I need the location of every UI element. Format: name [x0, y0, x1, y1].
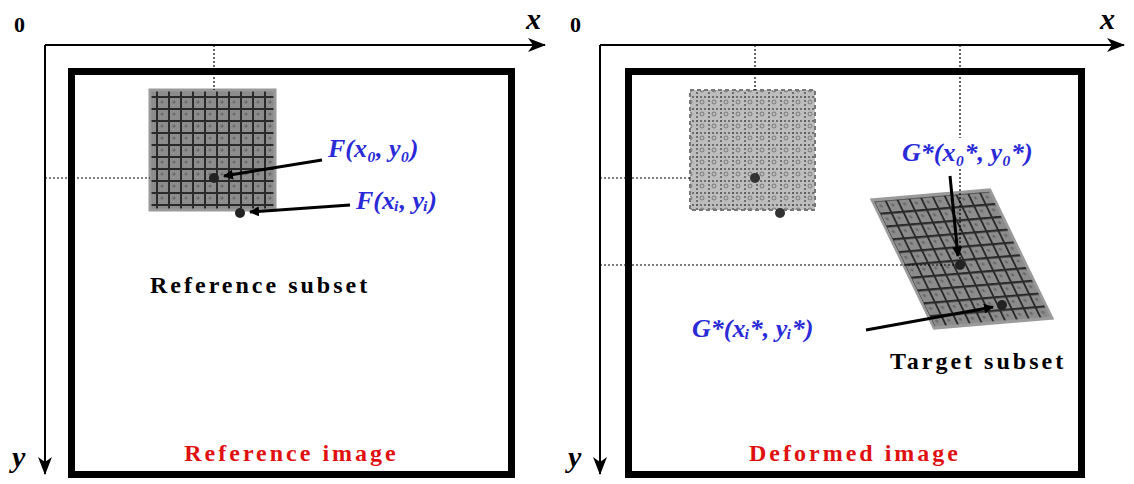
- x-axis: [600, 44, 1124, 46]
- subset-image: [690, 90, 815, 210]
- guide-line: [45, 177, 150, 178]
- guide-line: [600, 264, 955, 265]
- y-axis: [44, 45, 46, 474]
- point: [235, 208, 245, 218]
- subset-label: Target subset: [890, 348, 1066, 376]
- y-axis: [599, 45, 601, 474]
- point-label: F(xᵢ, yᵢ): [356, 186, 437, 216]
- axis-label: x: [1100, 2, 1115, 37]
- guide-line: [600, 177, 690, 178]
- point: [209, 173, 219, 183]
- point-label: G*(x₀*, y₀*): [900, 138, 1035, 168]
- point: [955, 260, 965, 270]
- leader-arrow: [250, 205, 350, 212]
- axis-label: 0: [14, 12, 25, 37]
- leader-arrow: [950, 176, 958, 256]
- target-subset-image: [872, 190, 1052, 328]
- leader-arrow: [224, 160, 322, 176]
- x-axis: [45, 44, 545, 46]
- point-label: G*(xᵢ*, yᵢ*): [690, 314, 815, 344]
- axis-label: y: [12, 440, 25, 475]
- point-label: F(x₀, y₀): [328, 134, 418, 164]
- image-frame: Deformed image: [625, 68, 1085, 478]
- point: [750, 173, 760, 183]
- axis-label: 0: [570, 12, 581, 37]
- axis-label: x: [526, 2, 541, 37]
- subset-label: Reference subset: [150, 272, 370, 300]
- point: [997, 300, 1007, 310]
- point: [775, 208, 785, 218]
- image-title: Deformed image: [749, 440, 961, 467]
- subset-image: [150, 90, 275, 210]
- image-title: Reference image: [184, 440, 398, 467]
- leader-arrow: [866, 307, 993, 330]
- axis-label: y: [568, 440, 581, 475]
